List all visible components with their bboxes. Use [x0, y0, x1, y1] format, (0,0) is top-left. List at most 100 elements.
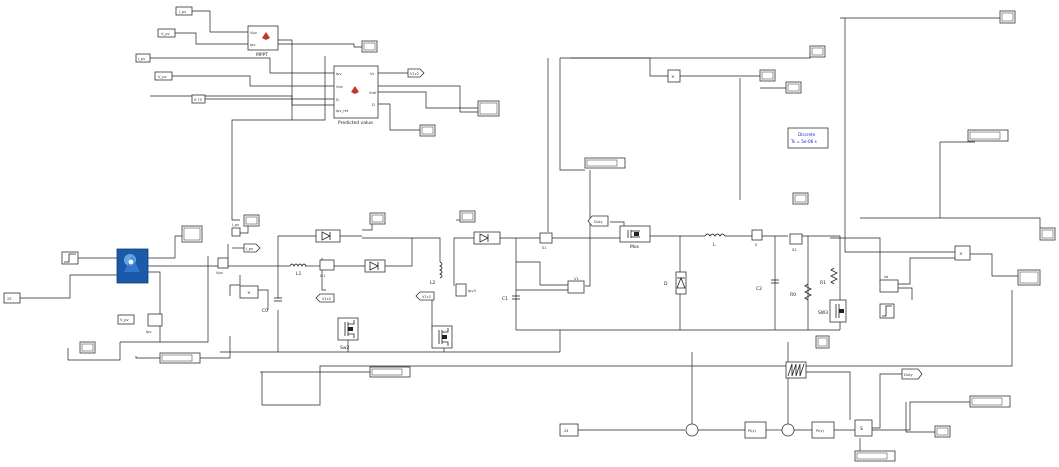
goto-duty[interactable]: Duty: [901, 368, 923, 380]
sensor-ipv[interactable]: I_pv: [231, 223, 241, 237]
svg-text:×: ×: [671, 74, 675, 80]
svg-text:S: S: [755, 243, 758, 247]
svg-text:S: S: [860, 426, 863, 432]
diode-3[interactable]: [473, 231, 501, 245]
constant-075[interactable]: 0.75: [191, 94, 206, 104]
from-vc2-a[interactable]: V1c2: [315, 293, 335, 303]
scope-left-bottom[interactable]: [79, 341, 96, 354]
svg-text:C1: C1: [502, 296, 508, 302]
svg-text:I_pv: I_pv: [179, 10, 187, 14]
scope-top-right-1[interactable]: [809, 45, 826, 58]
from-vpv-top[interactable]: V_pv: [157, 28, 176, 38]
predicted-value-block[interactable]: Ipv Vpv D Ipv_ref Vc Vref D Predicted va…: [333, 65, 379, 126]
display-2[interactable]: [967, 129, 1009, 142]
from-v-pv[interactable]: V_pv: [117, 314, 135, 325]
resistor-r1[interactable]: R1: [820, 267, 838, 286]
sum-1[interactable]: [685, 423, 699, 437]
sensor-ipv2[interactable]: Ipv: [146, 313, 163, 334]
scope-bottom-center[interactable]: [815, 335, 830, 349]
displays: [159, 129, 1011, 462]
svg-text:Mos: Mos: [630, 244, 640, 250]
step-irradiance[interactable]: [61, 251, 79, 265]
relay-block[interactable]: S: [854, 419, 873, 437]
scope-top-right-3[interactable]: [785, 81, 802, 94]
scope-far-right[interactable]: [999, 10, 1016, 24]
pi-controller-2[interactable]: PI(z): [811, 421, 835, 439]
svg-text:Vref: Vref: [369, 91, 377, 95]
product-right[interactable]: ×: [954, 245, 971, 261]
diode-1[interactable]: [315, 229, 341, 243]
sawtooth-source[interactable]: [785, 361, 807, 379]
sensor-vo[interactable]: Vo: [879, 275, 899, 293]
display-5[interactable]: [969, 395, 1011, 408]
powergui-block[interactable]: Discrete Ts = 5e-06 s: [787, 127, 829, 149]
constant-temperature[interactable]: 25: [3, 292, 21, 304]
from-ipv-mid[interactable]: I_pv: [135, 53, 151, 63]
scope-pv-2[interactable]: [243, 214, 260, 227]
from-ipv-top[interactable]: I_pv: [175, 6, 193, 16]
sensor-il[interactable]: S: [751, 229, 763, 247]
product-top[interactable]: ×: [667, 69, 681, 83]
svg-text:V1: V1: [574, 277, 579, 281]
sensor-il1[interactable]: IL1: [319, 259, 335, 278]
goto-vc2[interactable]: V1c2: [407, 68, 425, 78]
resistor-r0[interactable]: R0: [790, 283, 812, 301]
matlab-function-icon: [351, 86, 359, 94]
sensor-s2[interactable]: S2: [789, 233, 803, 252]
capacitor-c0[interactable]: C0: [262, 297, 282, 314]
sensor-ipv3[interactable]: Ipv3: [455, 283, 476, 297]
inductor-l1[interactable]: L1: [289, 263, 307, 277]
scope-d[interactable]: [419, 124, 436, 137]
inductor-l[interactable]: L: [704, 233, 726, 248]
svg-text:Ipv_ref: Ipv_ref: [336, 109, 349, 113]
capacitor-c2[interactable]: C2: [756, 279, 779, 292]
scope-bottom-right[interactable]: [934, 425, 951, 438]
scope-right-mid[interactable]: [1039, 227, 1056, 241]
mppt-block[interactable]: Vpv Ipv MPPT: [247, 25, 279, 58]
sensor-s1[interactable]: S1: [539, 232, 553, 250]
display-4[interactable]: [369, 366, 411, 378]
svg-text:Duty: Duty: [904, 373, 913, 377]
svg-text:R0: R0: [790, 292, 796, 298]
scope-l2[interactable]: [459, 210, 476, 223]
mosfet-sw2[interactable]: Sw2: [337, 317, 359, 351]
scope-right-lower[interactable]: [1017, 269, 1041, 286]
diode-d[interactable]: D: [664, 271, 687, 295]
svg-text:Sw2: Sw2: [340, 345, 350, 351]
display-1[interactable]: [584, 157, 626, 169]
scope-pv-1[interactable]: [181, 225, 203, 243]
mosfet-sw3[interactable]: SW3: [818, 299, 847, 323]
scope-mppt[interactable]: [361, 40, 378, 53]
mosfet-sw-lower[interactable]: [431, 325, 453, 349]
sensor-v1[interactable]: V1: [567, 277, 585, 294]
display-6[interactable]: [854, 450, 896, 462]
svg-text:V1c2: V1c2: [322, 297, 331, 301]
goto-ipv[interactable]: I_pv: [243, 243, 261, 253]
scope-s2[interactable]: [792, 192, 809, 205]
svg-text:S2: S2: [792, 248, 797, 252]
scope-predicted[interactable]: [477, 100, 500, 117]
wiring: [20, 10, 1041, 456]
sum-2[interactable]: [781, 423, 795, 437]
inductor-l2[interactable]: L2: [430, 261, 443, 286]
mosfet-top[interactable]: Mos: [619, 225, 651, 250]
from-duty[interactable]: Duty: [587, 215, 609, 227]
scope-top-right-2[interactable]: [759, 69, 776, 82]
svg-text:I_pv: I_pv: [138, 57, 146, 61]
from-vpv-mid[interactable]: V_pv: [154, 71, 173, 81]
svg-text:Ipv: Ipv: [250, 43, 256, 47]
diode-2[interactable]: [364, 259, 386, 273]
svg-text:V1c2: V1c2: [422, 295, 431, 299]
from-vc2-b[interactable]: V1c2: [415, 291, 435, 301]
step-sw3[interactable]: [879, 303, 895, 319]
pv-array-icon[interactable]: [116, 248, 149, 284]
svg-text:C2: C2: [756, 286, 762, 292]
capacitor-c1[interactable]: C1: [502, 295, 520, 302]
display-3[interactable]: [159, 352, 201, 364]
sensor-vpv[interactable]: Vpv: [216, 257, 229, 275]
constant-ref[interactable]: 24: [559, 423, 579, 437]
svg-text:D: D: [372, 103, 375, 107]
scope-l1[interactable]: [369, 212, 386, 225]
mult-pv[interactable]: ×: [239, 285, 259, 299]
pi-controller-1[interactable]: PI(z): [744, 421, 767, 439]
